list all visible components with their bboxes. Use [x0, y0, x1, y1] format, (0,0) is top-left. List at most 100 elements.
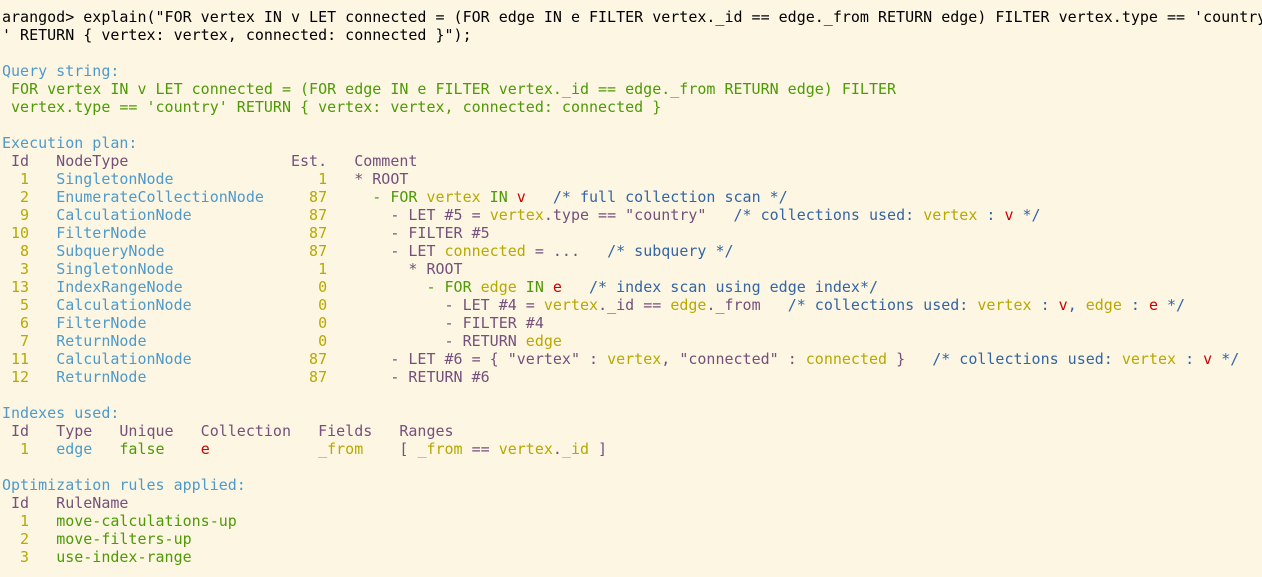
terminal-line: Id NodeType Est. Comment [2, 152, 417, 170]
terminal-text: IN [480, 188, 517, 206]
terminal-text: vertex [1121, 350, 1177, 368]
terminal-text: SingletonNode [56, 170, 174, 188]
terminal-text: 3 [2, 260, 57, 278]
terminal-text: == [462, 440, 499, 458]
terminal-text: 2 [2, 188, 57, 206]
terminal-text: Execution plan: [2, 134, 138, 152]
terminal-text: * ROOT [354, 170, 409, 188]
terminal-text: */ [1013, 206, 1041, 224]
terminal-text: arangod> explain("FOR vertex IN v LET co… [2, 8, 1262, 26]
terminal-text: IndexRangeNode [56, 278, 183, 296]
terminal-text: 12 [2, 368, 57, 386]
terminal-text: use-index-range [56, 548, 192, 566]
terminal-text: /* collections used: [932, 350, 1122, 368]
terminal-text: connected [805, 350, 888, 368]
terminal-line: Id RuleName [2, 494, 128, 512]
terminal-text: 0 [146, 314, 445, 332]
terminal-text: */ [1212, 350, 1240, 368]
terminal-text: : [1176, 350, 1204, 368]
terminal-line: 2 move-filters-up [2, 530, 192, 548]
terminal-text: /* subquery */ [607, 242, 734, 260]
terminal-text: vertex [923, 206, 978, 224]
terminal-text: [ [399, 440, 418, 458]
terminal-text: 1 [173, 260, 409, 278]
terminal-line: 2 EnumerateCollectionNode 87 - FOR verte… [2, 188, 788, 206]
terminal-line: 11 CalculationNode 87 - LET #6 = { "vert… [2, 350, 1239, 368]
terminal-line: ' RETURN { vertex: vertex, connected: co… [2, 26, 472, 44]
terminal-text: vertex [498, 440, 553, 458]
terminal-text: /* full collection scan */ [525, 188, 788, 206]
terminal-text: - RETURN #6 [390, 368, 490, 386]
terminal-text [363, 440, 399, 458]
terminal-line: 10 FilterNode 87 - FILTER #5 [2, 224, 490, 242]
terminal-text: - LET #6 = { "vertex" : [390, 350, 608, 368]
terminal-text: 2 [2, 530, 57, 548]
terminal-text: - LET [390, 242, 445, 260]
terminal-text: vertex [426, 188, 481, 206]
terminal-text: SubqueryNode [56, 242, 165, 260]
terminal-text: ' RETURN { vertex: vertex, connected: co… [2, 26, 472, 44]
terminal-text: edge [480, 278, 517, 296]
terminal-text: e [1148, 296, 1158, 314]
terminal-line: 12 ReturnNode 87 - RETURN #6 [2, 368, 490, 386]
terminal-text: FilterNode [56, 314, 147, 332]
terminal-text: edge [1085, 296, 1122, 314]
terminal-text: vertex [607, 350, 662, 368]
terminal-text: v [1004, 206, 1014, 224]
terminal-text: 7 [2, 332, 57, 350]
terminal-line: 7 ReturnNode 0 - RETURN edge [2, 332, 562, 350]
terminal-text: SingletonNode [56, 260, 174, 278]
terminal-text: 11 [2, 350, 57, 368]
terminal-text: - FOR [372, 188, 427, 206]
terminal-text: 0 [146, 332, 445, 350]
terminal-line: vertex.type == 'country' RETURN { vertex… [2, 98, 661, 116]
terminal-text: connected [444, 242, 526, 260]
terminal-text: ._id == [598, 296, 671, 314]
terminal-text: FilterNode [56, 224, 147, 242]
terminal-text: /* index scan using edge index*/ [561, 278, 879, 296]
terminal-text: edge [525, 332, 562, 350]
terminal-text: _from [318, 440, 364, 458]
terminal-text: Id Type Unique Collection Fields Ranges [2, 422, 454, 440]
terminal-text: Id NodeType Est. Comment [2, 152, 418, 170]
terminal-text: Query string: [2, 62, 120, 80]
terminal-text: : [977, 206, 1005, 224]
terminal-text: 8 [2, 242, 57, 260]
terminal-line: arangod> explain("FOR vertex IN v LET co… [2, 8, 1262, 26]
terminal-line: 1 move-calculations-up [2, 512, 237, 530]
terminal-text: e [200, 440, 210, 458]
terminal-text: vertex [977, 296, 1032, 314]
terminal-text: _id [561, 440, 590, 458]
terminal-text [210, 440, 318, 458]
terminal-text: 9 [2, 206, 57, 224]
terminal-text: - RETURN [444, 332, 526, 350]
terminal-text: 87 [146, 224, 391, 242]
terminal-text: Indexes used: [2, 404, 120, 422]
terminal-text: 13 [2, 278, 57, 296]
terminal-text: 87 [191, 350, 391, 368]
terminal-text: - FILTER #5 [390, 224, 490, 242]
terminal-text: edge [56, 440, 93, 458]
terminal-text: . [552, 440, 562, 458]
terminal-text: move-filters-up [56, 530, 192, 548]
terminal-text: e [552, 278, 562, 296]
terminal-text: ._from [706, 296, 788, 314]
terminal-line: 13 IndexRangeNode 0 - FOR edge IN e /* i… [2, 278, 878, 296]
terminal-text: FOR vertex IN v LET connected = (FOR edg… [2, 80, 897, 98]
terminal-text: 1 [2, 440, 57, 458]
terminal-line: 9 CalculationNode 87 - LET #5 = vertex.t… [2, 206, 1041, 224]
terminal-text: - LET #5 = [390, 206, 490, 224]
terminal-line: 1 SingletonNode 1 * ROOT [2, 170, 408, 188]
terminal-text: : [1031, 296, 1059, 314]
terminal-text: - FOR [426, 278, 481, 296]
terminal-line: Optimization rules applied: [2, 476, 246, 494]
terminal-line: 6 FilterNode 0 - FILTER #4 [2, 314, 544, 332]
terminal-text: v [1058, 296, 1068, 314]
terminal-line: 3 use-index-range [2, 548, 192, 566]
terminal-text: ] [589, 440, 608, 458]
terminal-text: edge [670, 296, 707, 314]
terminal-text: ReturnNode [56, 332, 147, 350]
terminal-text: , [1067, 296, 1086, 314]
terminal-text: : [1121, 296, 1149, 314]
terminal-line: 8 SubqueryNode 87 - LET connected = ... … [2, 242, 734, 260]
